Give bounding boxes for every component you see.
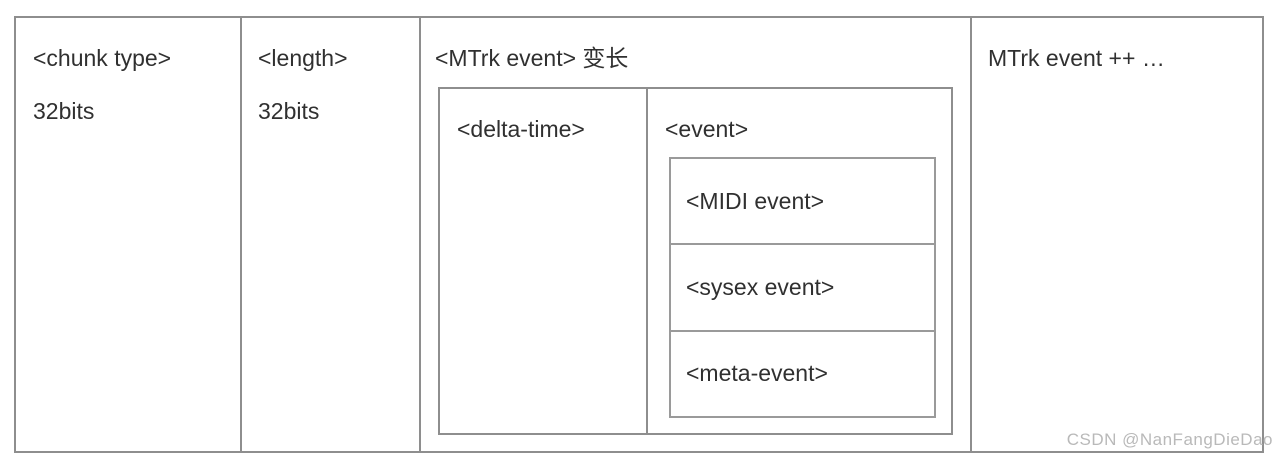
length-label: <length> [258, 45, 348, 71]
midi-event-cell: <MIDI event> [686, 187, 825, 214]
meta-event-cell: <meta-event> [671, 329, 934, 416]
divider-mtrkevent-more [970, 16, 972, 453]
delta-time-label: <delta-time> [457, 116, 585, 142]
length-size: 32bits [258, 98, 320, 124]
event-label: <event> [665, 116, 749, 142]
chunk-type-size: 32bits [33, 98, 95, 124]
divider-chunktype-length [240, 16, 242, 453]
event-types-box: <MIDI event> <sysex event> <meta-event> [669, 157, 936, 418]
more-mtrk-events-label: MTrk event ++ … [988, 45, 1165, 71]
csdn-watermark: CSDN @NanFangDieDao [1066, 430, 1273, 449]
chunk-type-label: <chunk type> [33, 45, 172, 71]
divider-deltatime-event [646, 89, 648, 433]
mtrk-event-structure-box: <delta-time> <event> <MIDI event> <sysex… [438, 87, 953, 435]
sysex-event-cell: <sysex event> [671, 243, 934, 329]
divider-length-mtrkevent [419, 16, 421, 453]
mtrk-event-label: <MTrk event> 变长 [435, 45, 629, 71]
